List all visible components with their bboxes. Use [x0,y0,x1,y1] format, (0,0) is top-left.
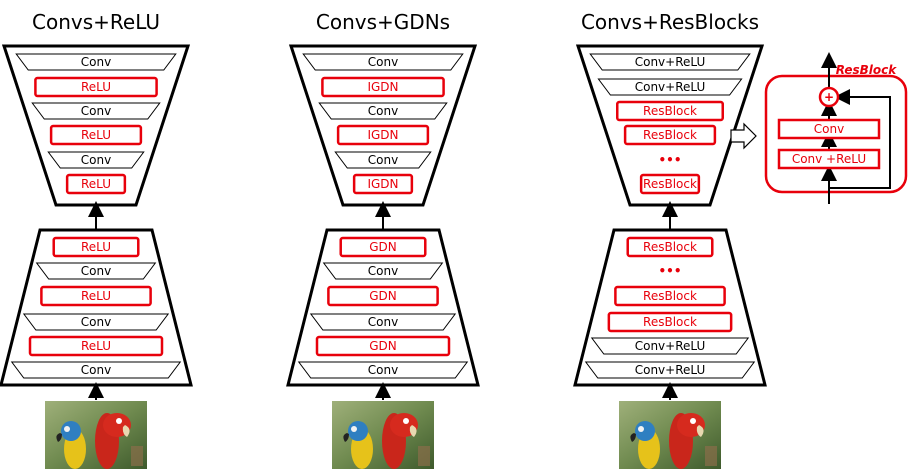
column-title: Convs+ReLU [32,10,160,34]
activation-layer-label: ResBlock [643,240,697,254]
activation-layer [315,335,451,357]
parrots-photo-icon [45,401,147,469]
column-1: Convs+ReLUConvReLUConvReLUConvReLUReLUCo… [0,10,193,469]
ellipsis-dots: ••• [658,153,681,167]
activation-layer [614,285,726,307]
conv-layer-label: Conv [81,104,111,118]
resblock-conv-layer [777,118,881,140]
conv-layer [590,337,750,355]
parrots-photo-icon [619,401,721,469]
activation-layer [639,173,701,195]
conv-layer [15,53,177,71]
activation-layer [607,311,733,333]
ellipsis-dots: ••• [658,264,681,278]
resblock-conv-relu-layer [777,148,881,170]
activation-layer-label: GDN [369,339,397,353]
conv-layer [589,53,751,71]
activation-layer [65,173,127,195]
conv-layer [31,102,161,120]
conv-layer [47,151,145,169]
column-title: Convs+GDNs [316,10,450,34]
conv-layer-label: Conv [368,153,398,167]
conv-layer-label: Conv [368,264,398,278]
conv-layer [302,53,464,71]
conv-layer [297,361,469,379]
activation-layer [34,76,158,98]
column-title: Convs+ResBlocks [581,10,759,34]
conv-layer-label: Conv [368,315,398,329]
activation-layer-label: GDN [369,289,397,303]
conv-layer-label: Conv [368,104,398,118]
activation-layer-label: ReLU [81,339,111,353]
conv-layer-label: Conv+ReLU [635,363,706,377]
skip-connection-arrow [829,89,891,189]
activation-layer [336,124,430,146]
conv-layer-label: Conv [368,363,398,377]
conv-layer [10,361,182,379]
conv-layer-label: Conv [81,153,111,167]
expand-arrow-icon [730,122,757,150]
activation-layer [40,285,152,307]
activation-layer-label: IGDN [367,177,398,191]
activation-layer [626,236,714,258]
conv-layer [22,313,170,331]
parrots-photo-icon [332,401,434,469]
activation-layer-label: ResBlock [643,104,697,118]
activation-layer [616,100,724,122]
activation-layer-label: ResBlock [643,177,697,191]
conv-layer-label: Conv+ReLU [635,80,706,94]
conv-layer-label: Conv [81,315,111,329]
activation-layer [623,124,717,146]
resblock-conv-label: Conv [814,122,844,136]
conv-layer [322,262,444,280]
activation-layer-label: ResBlock [643,289,697,303]
activation-layer [52,236,140,258]
sum-node-icon [818,86,840,108]
column-2: Convs+GDNsConvIGDNConvIGDNConvIGDNGDNCon… [286,10,480,469]
resblock-conv-relu-label: Conv +ReLU [792,152,866,166]
sum-symbol: + [824,90,834,104]
conv-layer [35,262,157,280]
activation-layer [352,173,414,195]
conv-layer-label: Conv [81,55,111,69]
activation-layer [49,124,143,146]
conv-layer [597,78,743,96]
conv-layer [309,313,457,331]
activation-layer-label: ReLU [81,128,111,142]
conv-layer-label: Conv+ReLU [635,55,706,69]
activation-layer-label: ReLU [81,289,111,303]
conv-layer [318,102,448,120]
activation-layer [339,236,427,258]
activation-layer-label: ReLU [81,240,111,254]
conv-layer-label: Conv [81,264,111,278]
activation-layer [28,335,164,357]
activation-layer-label: ReLU [81,80,111,94]
activation-layer-label: GDN [369,240,397,254]
activation-layer-label: ResBlock [643,315,697,329]
activation-layer [327,285,439,307]
activation-layer-label: IGDN [367,128,398,142]
conv-layer-label: Conv+ReLU [635,339,706,353]
resblock-title: ResBlock [836,63,898,77]
conv-layer-label: Conv [368,55,398,69]
conv-layer [334,151,432,169]
activation-layer-label: IGDN [367,80,398,94]
activation-layer-label: ResBlock [643,128,697,142]
activation-layer [321,76,445,98]
conv-layer [584,361,756,379]
activation-layer-label: ReLU [81,177,111,191]
conv-layer-label: Conv [81,363,111,377]
